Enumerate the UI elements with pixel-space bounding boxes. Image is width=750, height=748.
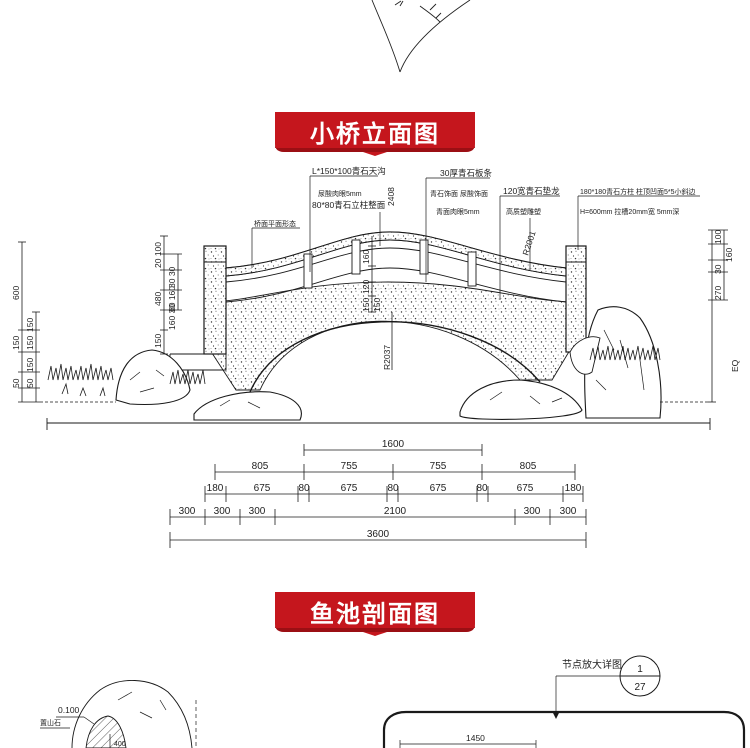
pond-text: 0.100 置山石 400 1450 节点放大详图 1 27	[40, 658, 646, 748]
pond-dim-1450: 1450	[466, 733, 485, 743]
center-dim-5: 150	[153, 334, 163, 348]
grass	[47, 345, 661, 397]
bottom-dims	[169, 444, 587, 548]
dim-row4-5: 300	[560, 506, 577, 517]
dim-row3-2: 80	[298, 483, 310, 494]
pond-dim-400: 400	[114, 741, 126, 748]
center-dim-2: 480	[153, 292, 163, 306]
left-dim-text: 600 150 150 150 50 150 50	[11, 286, 35, 388]
left-dim-6: 50	[25, 378, 35, 388]
rock-center-right	[459, 379, 583, 420]
callout-c3: 80*80青石立柱整面	[312, 200, 386, 210]
railing-bottom	[225, 267, 567, 303]
left-dim-4: 50	[11, 378, 21, 388]
dim-row2-0: 805	[252, 461, 269, 472]
center-dim-text: 20 100 30 30 480 60 160 160 30 150 150 1…	[153, 242, 382, 348]
callout-c4: 2408	[386, 187, 396, 206]
dim-row3-3: 675	[341, 483, 358, 494]
center-dim-8: 120	[361, 280, 371, 294]
pond-hatched-rock	[85, 715, 127, 748]
center-dim-4: 160 30	[167, 304, 177, 330]
callout-c12: H=600mm 拉槽20mm宽 5mm深	[580, 207, 679, 216]
railing-posts	[303, 239, 477, 289]
right-dim-chain	[660, 229, 728, 403]
dim-row4-1: 300	[214, 506, 231, 517]
left-dim-5: 150	[25, 358, 35, 372]
callout-c15: EQ	[730, 359, 740, 372]
left-dim-1: 150	[11, 336, 21, 350]
callout-c7: 青面肉眼5mm	[436, 207, 480, 216]
center-dim-1: 30 30	[167, 266, 177, 288]
callout-c13: 桥面平面形态	[254, 219, 296, 228]
callout-c6: 青石饰面 尿酸饰面	[430, 189, 488, 198]
dim-row2-2: 755	[430, 461, 447, 472]
left-dim-0: 600	[11, 286, 21, 300]
left-dim-2: 150	[25, 318, 35, 332]
dim-row3-8: 180	[565, 483, 582, 494]
dim-row1-0: 1600	[382, 439, 405, 450]
banner-shape	[275, 112, 475, 156]
right-dim-2: 30	[713, 264, 723, 274]
center-dim-3: 60 160	[167, 286, 177, 312]
left-dim-chain	[18, 241, 116, 403]
top-sketch	[371, 0, 471, 73]
banner-title: 鱼池剖面图	[310, 600, 440, 628]
center-dim-chain	[160, 235, 393, 370]
dim-row2-3: 805	[520, 461, 537, 472]
bridge-callout-text: L*150*100青石天沟 尿酸肉眼5mm 80*80青石立柱整面 2408 3…	[254, 166, 740, 372]
callout-c11: 180*180青石方柱 柱顶凹面5*5小斜边	[580, 187, 696, 196]
center-dim-0: 20 100	[153, 242, 163, 268]
center-dim-7: 160	[361, 250, 371, 264]
detail-label: 节点放大详图	[562, 658, 622, 671]
callout-c2: 尿酸肉眼5mm	[318, 189, 362, 198]
dim-row3-6: 80	[476, 483, 488, 494]
dim-row3-7: 675	[517, 483, 534, 494]
dim-row5-0: 3600	[367, 529, 390, 540]
callout-c14: R2037	[382, 345, 392, 370]
pond-elev-label: 0.100	[58, 705, 80, 715]
rock-left	[115, 349, 191, 405]
detail-number: 1	[637, 664, 643, 675]
dim-row3-4: 80	[387, 483, 399, 494]
rock-right-tall	[584, 306, 662, 419]
right-dim-0: 100	[713, 230, 723, 244]
left-dim-3: 150	[25, 336, 35, 350]
dim-row3-0: 180	[207, 483, 224, 494]
callout-leaders	[251, 175, 700, 300]
callout-c1: L*150*100青石天沟	[312, 166, 386, 176]
banner-pond-section: 鱼池剖面图	[275, 592, 475, 636]
callout-c8: 120宽青石垫龙	[503, 186, 560, 196]
banner-title: 小桥立面图	[310, 120, 440, 148]
pond-section	[40, 655, 746, 748]
rock-bottom-left	[193, 391, 302, 421]
dim-row4-3: 2100	[384, 506, 407, 517]
dim-row3-5: 675	[430, 483, 447, 494]
center-dim-9: 150	[372, 298, 382, 312]
right-dim-1: 160	[724, 248, 734, 262]
detail-frame	[382, 710, 746, 748]
bridge-arch	[249, 321, 541, 393]
banner-shape	[275, 592, 475, 636]
pond-rock-label: 置山石	[40, 718, 61, 727]
right-dim-text: 100 160 30 270	[713, 230, 734, 300]
callout-c9: 高质塑雕塑	[506, 207, 541, 216]
bridge-body	[209, 281, 571, 391]
dim-row3-1: 675	[254, 483, 271, 494]
center-dim-6: 150	[361, 298, 371, 312]
dim-row2-1: 755	[341, 461, 358, 472]
right-dim-3: 270	[713, 286, 723, 300]
banner-bridge-elevation: 小桥立面图	[275, 112, 475, 156]
bottom-dim-text: 1600 805 755 755 805 180 675 80 675 80 6…	[179, 439, 582, 540]
dim-row4-2: 300	[249, 506, 266, 517]
callout-c10: R2001	[520, 229, 537, 256]
dim-row4-0: 300	[179, 506, 196, 517]
callout-c5: 30厚青石板条	[440, 168, 492, 178]
detail-sheet: 27	[634, 682, 646, 693]
bridge-elevation	[18, 175, 728, 548]
dim-row4-4: 300	[524, 506, 541, 517]
